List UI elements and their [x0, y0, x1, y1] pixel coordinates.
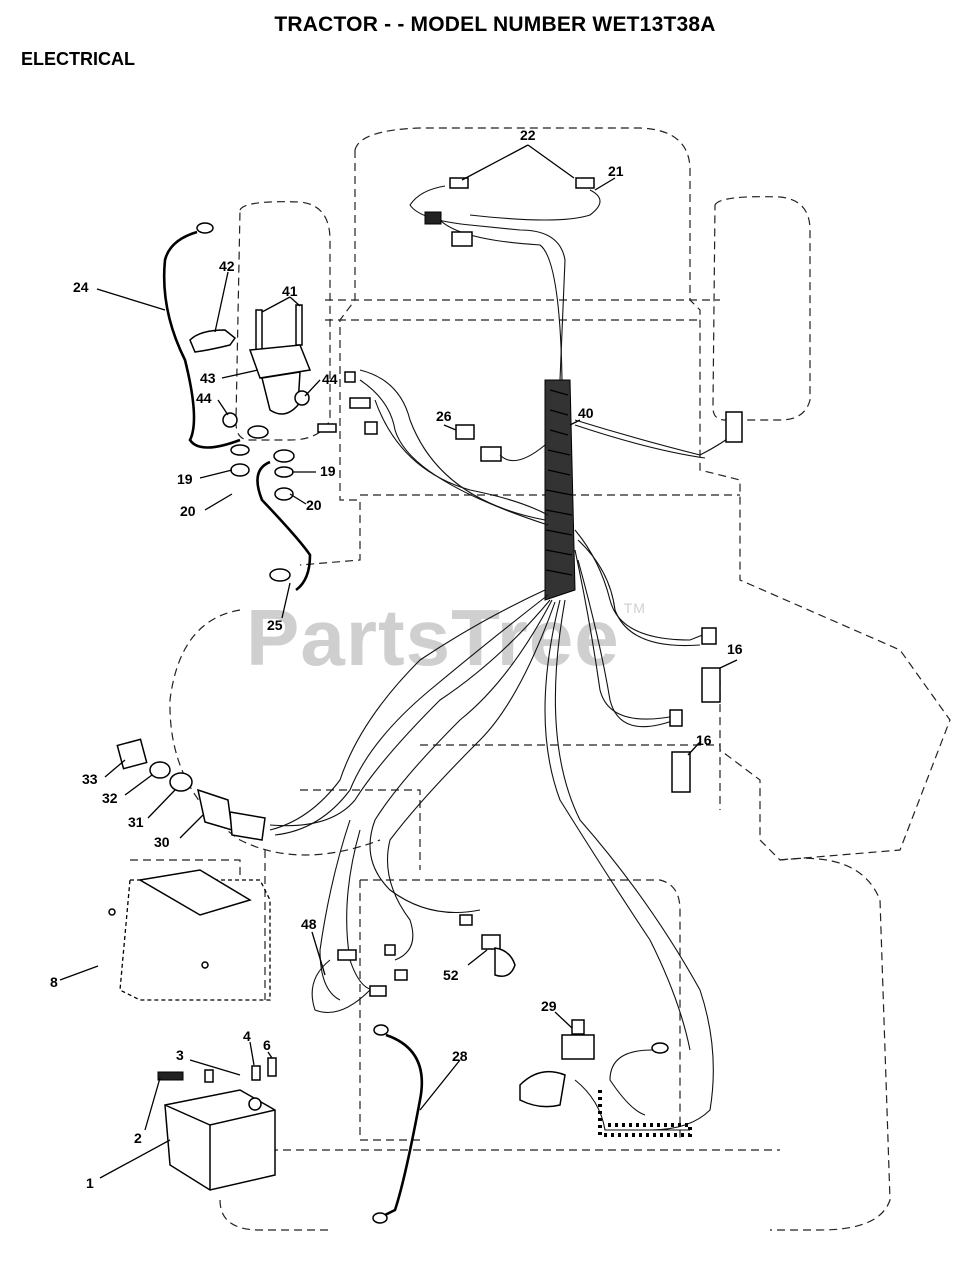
callout-28: 28	[452, 1048, 468, 1064]
dash-panel	[59, 869, 271, 1001]
callout-21: 21	[608, 163, 624, 179]
callout-1: 1	[86, 1175, 94, 1191]
seat-switch	[519, 1011, 692, 1137]
ground-cable	[372, 1024, 461, 1224]
callout-4: 4	[243, 1028, 251, 1044]
callout-19-left: 19	[177, 471, 193, 487]
callout-31: 31	[128, 814, 144, 830]
callout-44-left: 44	[196, 390, 212, 406]
callout-29: 29	[541, 998, 557, 1014]
tractor-outline	[130, 127, 951, 1231]
callout-8: 8	[50, 974, 58, 990]
solenoid-connectors	[317, 371, 378, 435]
callout-44-right: 44	[322, 371, 338, 387]
callout-2: 2	[134, 1130, 142, 1146]
ignition-switch	[104, 738, 266, 841]
callout-26: 26	[436, 408, 452, 424]
callout-33: 33	[82, 771, 98, 787]
callout-22: 22	[520, 127, 536, 143]
right-harness	[574, 411, 743, 793]
callout-3: 3	[176, 1047, 184, 1063]
main-harness	[269, 369, 714, 1131]
callout-16-upper: 16	[727, 641, 743, 657]
callout-24: 24	[73, 279, 89, 295]
callout-43: 43	[200, 370, 216, 386]
battery	[99, 1089, 276, 1191]
connector-26	[443, 424, 546, 462]
callout-40: 40	[578, 405, 594, 421]
callout-41: 41	[282, 283, 298, 299]
page-title: TRACTOR - - MODEL NUMBER WET13T38A	[274, 13, 716, 36]
callout-30: 30	[154, 834, 170, 850]
battery-cable-24	[96, 222, 241, 449]
callout-16-lower: 16	[696, 732, 712, 748]
callout-42: 42	[219, 258, 235, 274]
callout-52: 52	[443, 967, 459, 983]
callout-19-right: 19	[320, 463, 336, 479]
callout-25: 25	[267, 617, 283, 633]
wire-loom-coil	[544, 379, 581, 601]
callout-48: 48	[301, 916, 317, 932]
section-title: ELECTRICAL	[21, 49, 135, 69]
callout-20-left: 20	[180, 503, 196, 519]
headlight-harness	[409, 144, 616, 381]
callout-labels: 1 2 3 4 6 8 16 16 19 19 20 20 21 22 24 2…	[50, 127, 743, 1191]
callout-20-right: 20	[306, 497, 322, 513]
harness-connectors-48-52	[311, 914, 516, 1014]
solenoid-assembly	[189, 271, 321, 619]
battery-bolts	[144, 1041, 277, 1131]
callout-6: 6	[263, 1037, 271, 1053]
callout-32: 32	[102, 790, 118, 806]
